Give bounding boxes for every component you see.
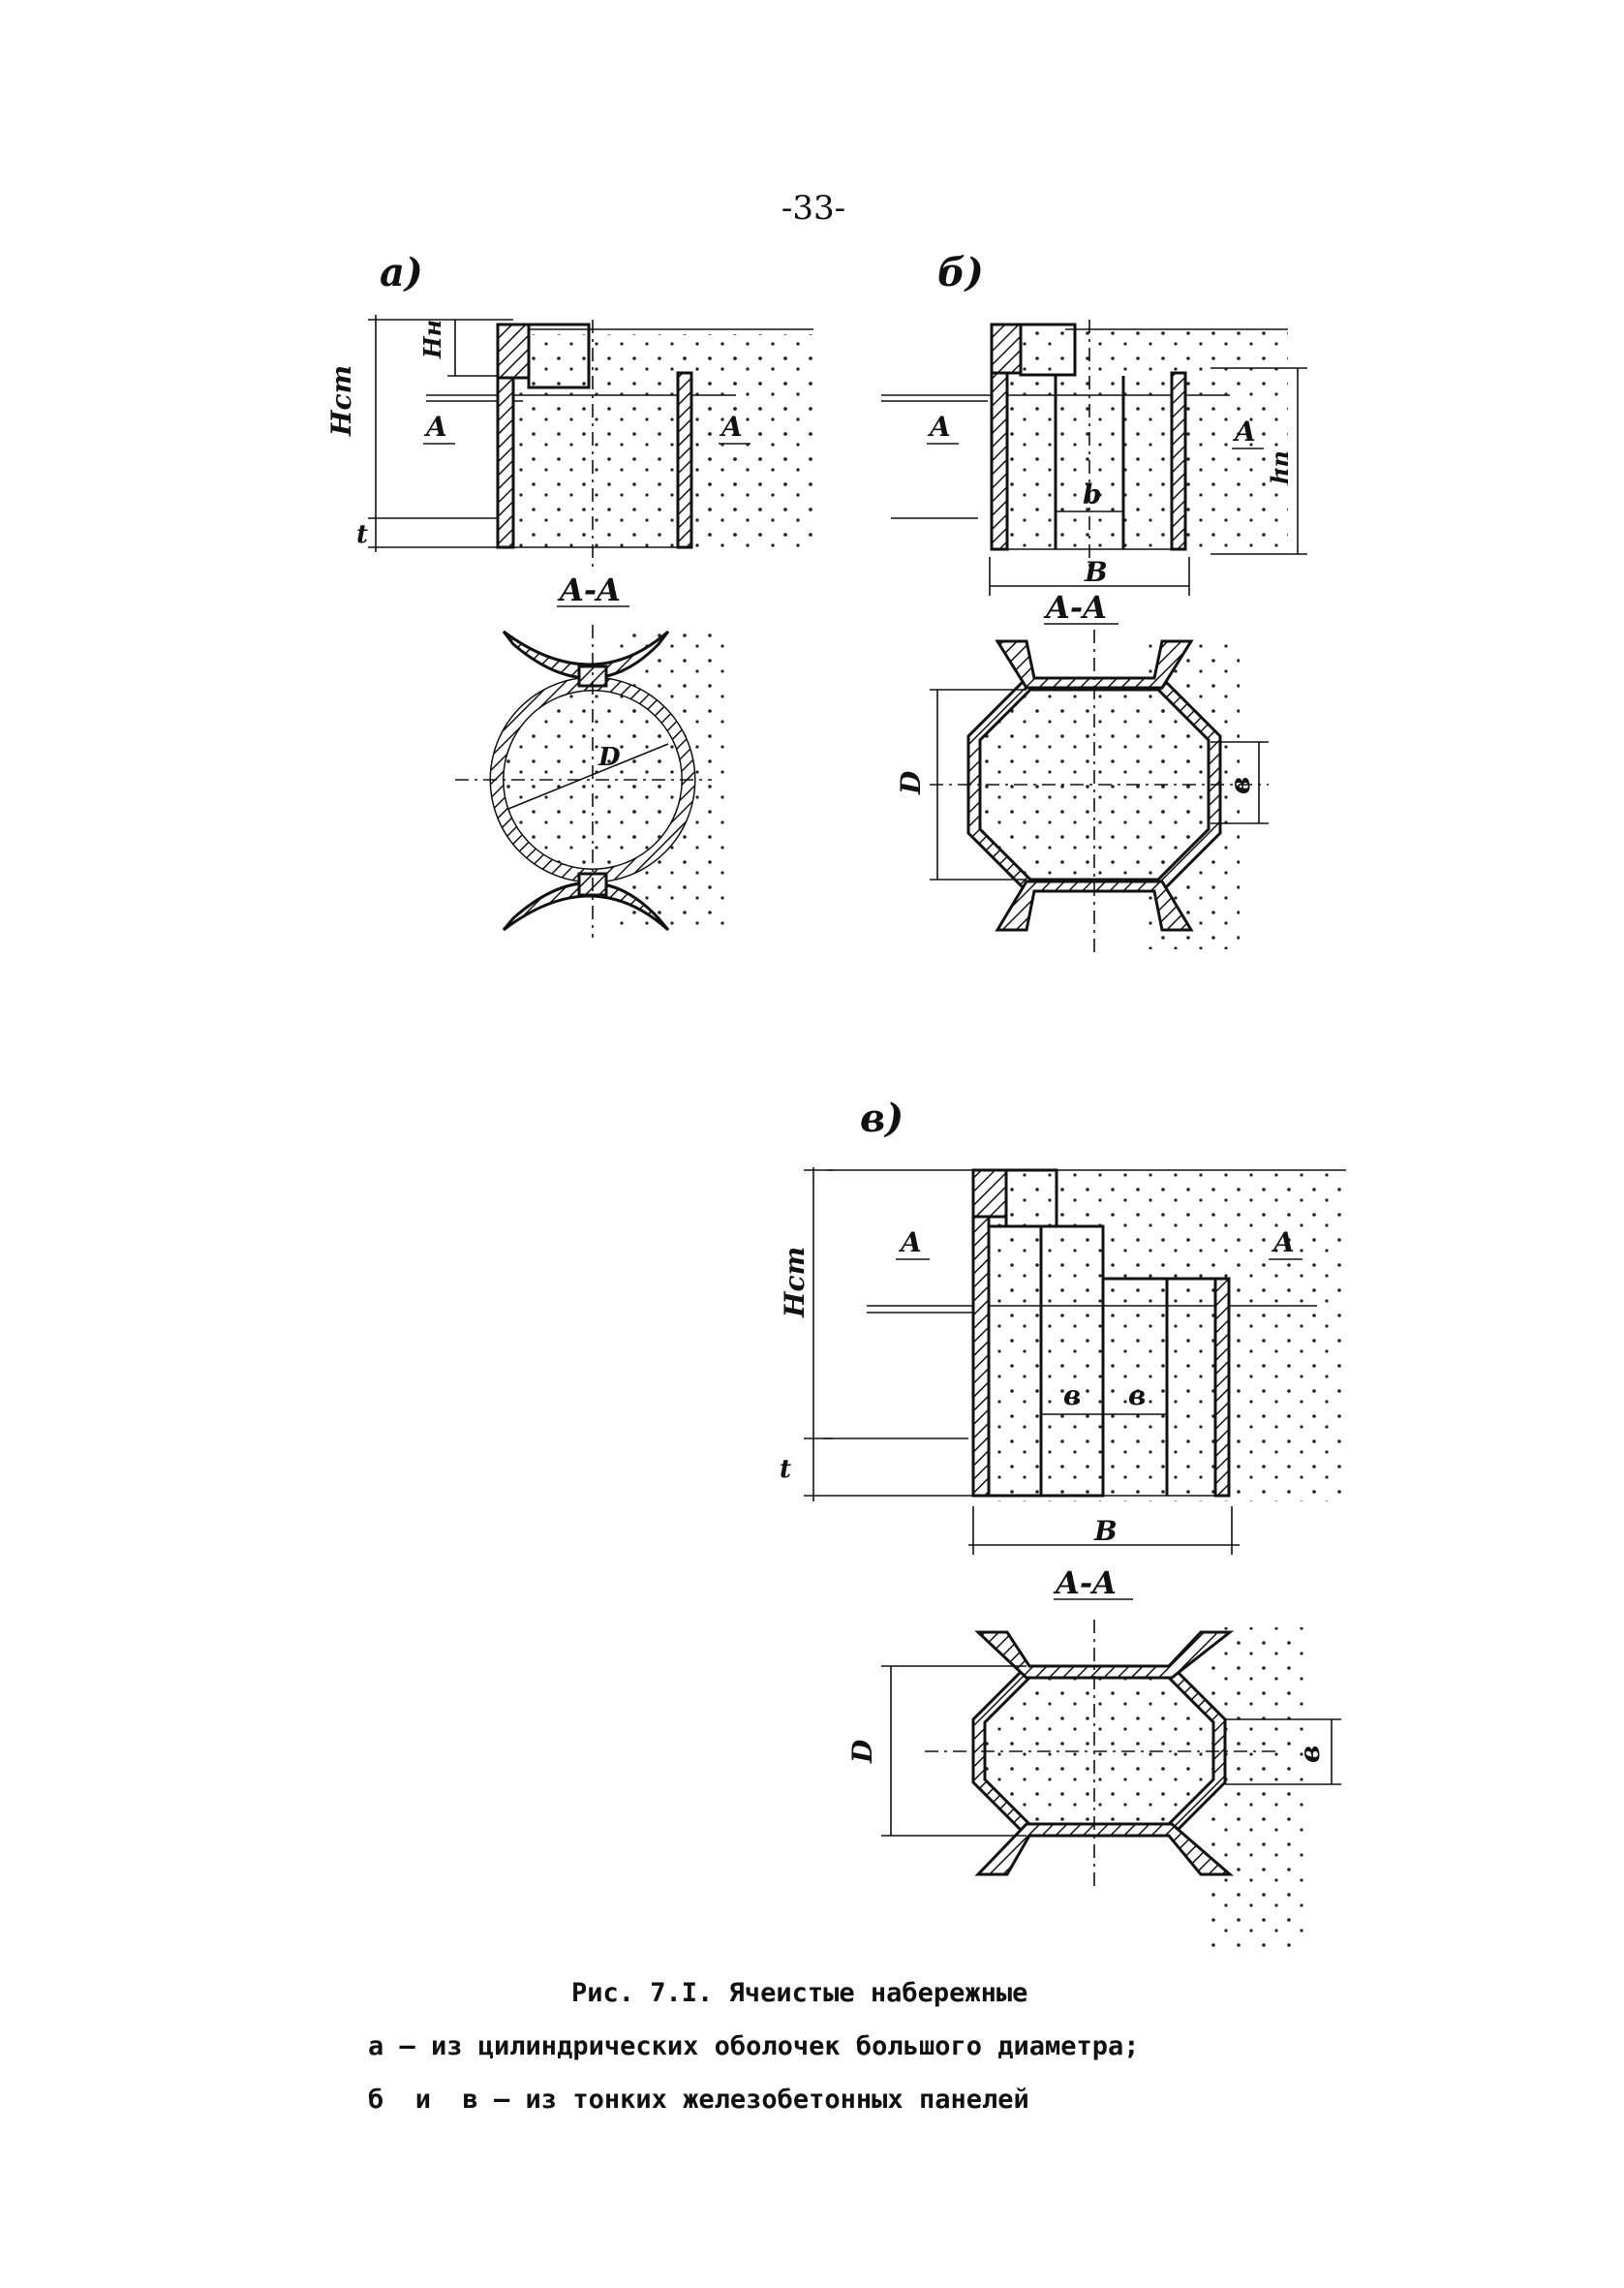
panel-b-cut-left: A xyxy=(927,411,951,443)
panel-b-dim-b: B xyxy=(1084,556,1108,588)
panel-v-dim-t: t xyxy=(780,1455,791,1484)
panel-b-dim-d: D xyxy=(895,770,927,795)
panel-v-dim-cell2: в xyxy=(1128,1379,1146,1411)
panel-v-dim-cell1: в xyxy=(1063,1379,1081,1411)
panel-b-dim-hp: hп xyxy=(1266,450,1294,484)
panel-v-front-wall xyxy=(971,1168,991,1498)
panel-a-cap-block xyxy=(527,323,591,389)
panel-a-dim-hn: Нн xyxy=(418,320,446,359)
panel-a-label: а) xyxy=(380,250,423,295)
panel-a-cut-left: A xyxy=(423,411,447,443)
panel-b: б) b B hп A A A-A xyxy=(881,250,1307,954)
panel-v-cut-right: A xyxy=(1271,1226,1295,1258)
panel-v-back-wall xyxy=(1213,1277,1231,1498)
panel-b-back-wall xyxy=(1170,371,1187,551)
panel-v-dim-b: B xyxy=(1093,1515,1118,1547)
panel-v-section-label: A-A xyxy=(1053,1564,1117,1601)
page-number: -33- xyxy=(781,189,846,228)
panel-b-section-label: A-A xyxy=(1043,589,1107,626)
panel-v-cut-left: A xyxy=(898,1226,922,1258)
caption-line-bv: б и в – из тонких железобетонных панелей xyxy=(368,2085,1029,2115)
panel-a-dim-d: D xyxy=(598,743,621,772)
panel-a-section-bottom-shell xyxy=(502,881,670,932)
panel-v-dim-d: D xyxy=(846,1739,878,1764)
panel-a-soil-right xyxy=(683,334,813,557)
panel-a-dim-hst: Нст xyxy=(325,365,357,437)
panel-a-cap xyxy=(496,323,531,380)
panel-v: в) в в B Нст t A A A-A xyxy=(779,1096,1346,1947)
panel-a-cut-right: A xyxy=(719,411,743,443)
caption-title: Рис. 7.I. Ячеистые набережные xyxy=(571,1978,1028,2008)
panel-a: а) Нст Нн t A A A-A xyxy=(325,250,821,938)
panel-b-section-octagon xyxy=(966,675,1222,893)
panel-a-dim-t: t xyxy=(356,520,368,549)
panel-b-dim-b-small: b xyxy=(1083,479,1102,510)
panel-b-dim-v: в xyxy=(1224,777,1256,794)
panel-b-label: б) xyxy=(937,250,984,295)
caption-line-a: а – из цилиндрических оболочек большого … xyxy=(368,2031,1140,2061)
panel-b-cut-right: A xyxy=(1232,416,1256,448)
panel-v-dim-v: в xyxy=(1294,1746,1326,1763)
panel-v-dim-hst: Нст xyxy=(779,1247,811,1318)
panel-v-label: в) xyxy=(860,1096,904,1141)
panel-a-section-label: A-A xyxy=(557,572,621,608)
panel-a-section-top-shell xyxy=(502,630,670,680)
figure-caption: Рис. 7.I. Ячеистые набережные а – из цил… xyxy=(368,1966,1140,2126)
panel-a-back-wall xyxy=(676,371,693,549)
